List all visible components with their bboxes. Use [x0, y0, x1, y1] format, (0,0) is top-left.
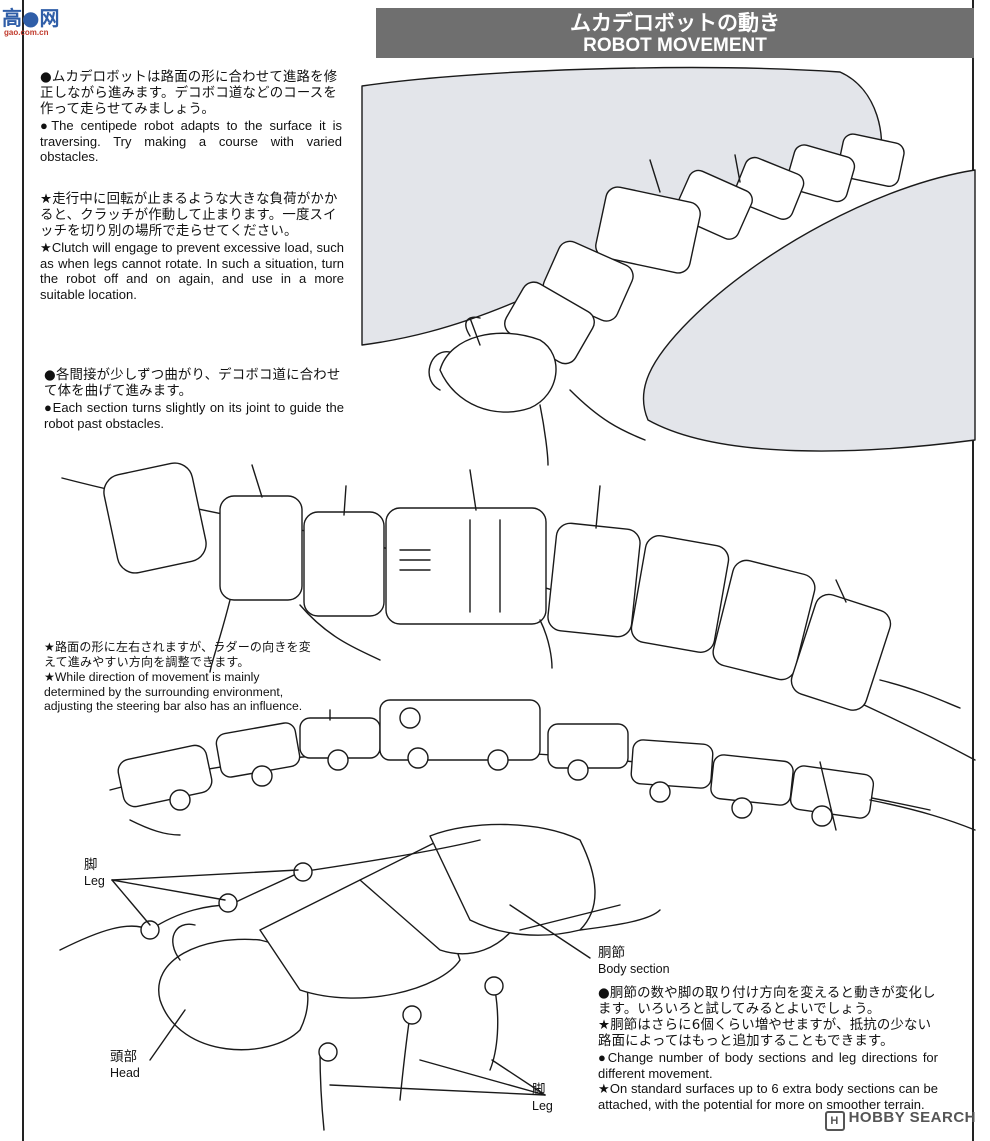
label-leg-top-en: Leg: [84, 874, 105, 888]
label-head-jp: 頭部: [110, 1050, 138, 1065]
section-customize-jp1: ●胴節の数や脚の取り付け方向を変えると動きが変化します。いろいろと試してみるとよ…: [598, 986, 936, 1017]
section-steering-en: ★While direction of movement is mainly d…: [44, 670, 303, 713]
label-leg-top: 脚 Leg: [84, 858, 105, 889]
site-logo: 高●网 gao.com.cn: [2, 2, 72, 37]
three-quarter-view-robot: [59, 823, 661, 1131]
surface-right: [642, 169, 976, 452]
label-body-section-jp: 胴節: [598, 946, 626, 961]
label-leg-bottom: 脚 Leg: [532, 1083, 553, 1114]
label-body-section: 胴節 Body section: [598, 946, 670, 977]
section-joints: ●各間接が少しずつ曲がり、デコボコ道に合わせて体を曲げて進みます。 ●Each …: [44, 368, 344, 431]
top-robot-body: [428, 133, 905, 466]
label-leg-top-jp: 脚: [84, 858, 98, 873]
middle-top-view-robot: [61, 462, 976, 761]
section-adapt: ●ムカデロボットは路面の形に合わせて進路を修正しながら進みます。デコボコ道などの…: [40, 70, 342, 165]
page-frame: [22, 0, 974, 1141]
side-view-robot: [109, 699, 976, 836]
section-clutch-jp: ★走行中に回転が止まるような大きな負荷がかかると、クラッチが作動して止まります。…: [40, 192, 338, 239]
section-customize-en2: ★On standard surfaces up to 6 extra body…: [598, 1081, 938, 1112]
section-customize-jp2: ★胴節はさらに6個くらい増やせますが、抵抗の少ない路面によってはもっと追加するこ…: [598, 1018, 932, 1049]
logo-url: gao.com.cn: [4, 28, 49, 37]
label-head-en: Head: [110, 1066, 140, 1080]
header-title-en: ROBOT MOVEMENT: [583, 35, 767, 56]
label-body-section-en: Body section: [598, 962, 670, 976]
section-adapt-jp: ●ムカデロボットは路面の形に合わせて進路を修正しながら進みます。デコボコ道などの…: [40, 70, 338, 117]
section-customize-en1: ●Change number of body sections and leg …: [598, 1050, 938, 1081]
logo-text: 高●网: [2, 6, 60, 30]
label-leg-bottom-en: Leg: [532, 1099, 553, 1113]
header-title-jp: ムカデロボットの動き: [570, 11, 780, 35]
watermark-text: HOBBY SEARCH: [848, 1109, 976, 1126]
section-joints-en: ●Each section turns slightly on its join…: [44, 400, 344, 431]
section-steering: ★路面の形に左右されますが、ラダーの向きを変えて進みやすい方向を調整できます。 …: [44, 640, 314, 714]
hobby-search-icon: H: [824, 1111, 845, 1131]
section-clutch: ★走行中に回転が止まるような大きな負荷がかかると、クラッチが作動して止まります。…: [40, 192, 344, 302]
section-joints-jp: ●各間接が少しずつ曲がり、デコボコ道に合わせて体を曲げて進みます。: [44, 368, 341, 399]
section-header: ムカデロボットの動き ROBOT MOVEMENT: [376, 8, 974, 58]
section-customize: ●胴節の数や脚の取り付け方向を変えると動きが変化します。いろいろと試してみるとよ…: [598, 986, 938, 1112]
section-adapt-en: ●The centipede robot adapts to the surfa…: [40, 118, 342, 164]
section-clutch-en: ★Clutch will engage to prevent excessive…: [40, 240, 344, 302]
section-steering-jp: ★路面の形に左右されますが、ラダーの向きを変えて進みやすい方向を調整できます。: [44, 640, 311, 669]
label-head: 頭部 Head: [110, 1050, 140, 1081]
label-leg-bottom-jp: 脚: [532, 1083, 546, 1098]
